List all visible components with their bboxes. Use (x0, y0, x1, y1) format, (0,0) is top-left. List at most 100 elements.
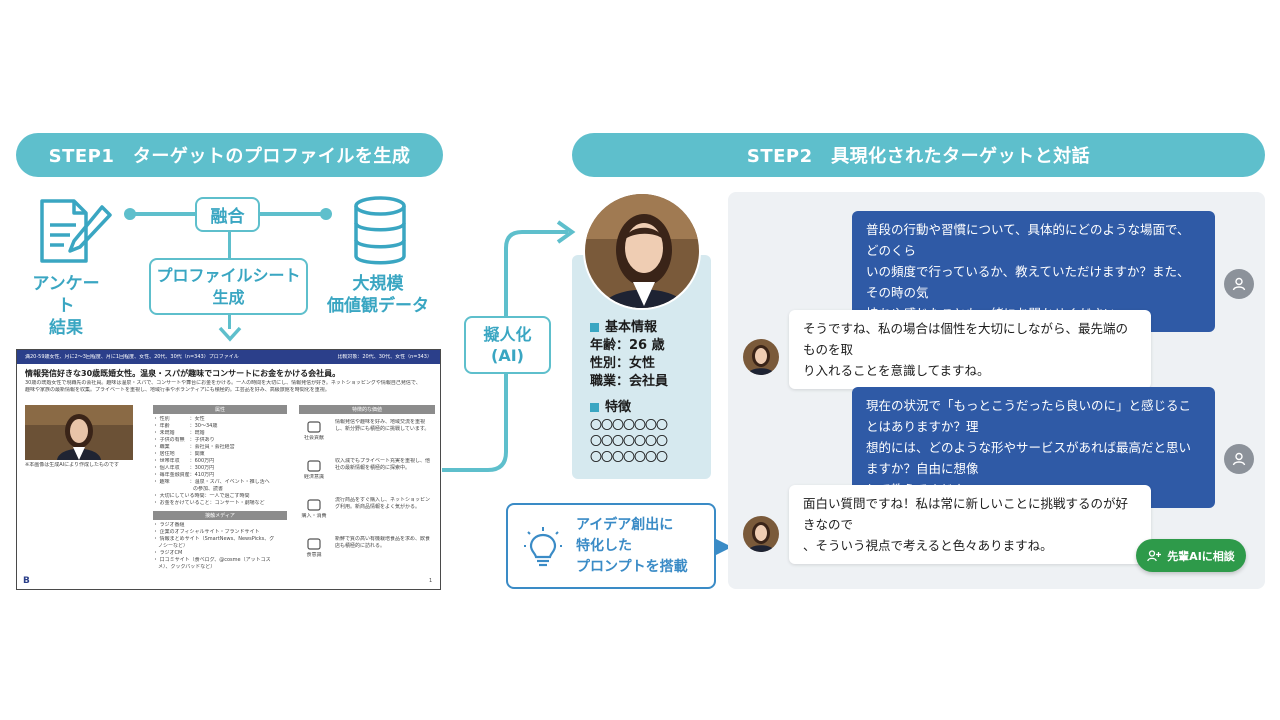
user-avatar-1 (1224, 269, 1254, 299)
traits-list: 社会貢献 情報発信や趣味を好み、地域交流を重視し、新分野にも積極的に挑戦しています… (299, 419, 435, 570)
trait-icon: 食意識 (299, 536, 329, 570)
idea-line2: 特化した (576, 538, 632, 554)
circle-row-1: 〇〇〇〇〇〇〇 (590, 418, 668, 432)
feature-header: 特徴 (605, 400, 632, 415)
survey-label-line1: アンケート (32, 274, 100, 316)
list-item: ・ 大切にしている時間：一人で過ごす時間 (153, 493, 250, 499)
arrow-stem (228, 315, 231, 329)
attr-list: ・ 性別 ：女性・ 年齢 ：30〜34歳・ 未既婚 ：既婚・ 子供の有無 ：子供… (153, 414, 287, 507)
trait-text: 収入減でもプライベート充実を重視し、他社の最新情報を積極的に探索中。 (335, 458, 431, 471)
step2-banner: STEP2 具現化されたターゲットと対話 (572, 133, 1265, 177)
personify-line1: 擬人化 (483, 325, 532, 344)
sheet-gen-line1: プロファイルシート (156, 265, 301, 285)
flow-dot-right (320, 208, 332, 220)
list-item: ・ 世帯年収 ：600万円 (153, 458, 215, 464)
personify-box: 擬人化 (AI) (464, 316, 551, 374)
database-icon (354, 196, 406, 265)
sheet-photo (25, 405, 133, 460)
sheet-gen-box: プロファイルシート 生成 (149, 258, 308, 315)
personify-line2: (AI) (491, 346, 524, 365)
list-item: ノシーなど） (153, 543, 189, 549)
photo-caption: ※本画像は生成AIにより作成したものです (25, 462, 119, 468)
feature-placeholder: 〇〇〇〇〇〇〇 〇〇〇〇〇〇〇 〇〇〇〇〇〇〇 (590, 417, 668, 465)
bigdata-label-line2: 価値観データ (327, 296, 429, 316)
trait-text: 新鮮で質の高い有機栽培食品を求め、飲食店も積極的に訪れる。 (335, 536, 431, 549)
step1-banner: STEP1 ターゲットのプロファイルを生成 (16, 133, 443, 177)
list-item: ・ 口コミサイト（食べログ、@cosme（アットコス (153, 557, 271, 563)
trait-label: 購入・消費 (301, 513, 327, 519)
sheet-desc1: 30歳の既婚女性で現職先の会社員。趣味は温泉・スパで、コンサートや舞台にお金をか… (25, 380, 421, 386)
trait-text: 流行商品をすぐ購入し、ネットショッピング利用。新商品情報をよく気がかる。 (335, 497, 431, 510)
user-icon (1232, 452, 1246, 466)
consult-label: 先輩AIに相談 (1167, 549, 1235, 563)
trait-row: 社会貢献 情報発信や趣味を好み、地域交流を重視し、新分野にも積極的に挑戦しています… (299, 419, 435, 453)
list-item: ・ 毎年金融資産：410万円 (153, 472, 215, 478)
basic-info-header: 基本情報 (605, 320, 658, 335)
list-item: ・ 趣味 ：温泉・スパ、イベント・推し活へ (153, 479, 270, 485)
trait-icon: 経済意識 (299, 458, 329, 492)
persona-job: 職業：会社員 (590, 374, 669, 389)
ai-avatar-1 (743, 339, 779, 375)
sheet-header-left: 満20-59歳女性、月に2〜3回程度、月に1回程度、女性、20代、30代（n=3… (25, 353, 239, 360)
flow-line-down (228, 232, 231, 258)
fusion-box: 融合 (195, 197, 260, 232)
q1-line2: いの頻度で行っているか、教えていただけますか？また、その時の気 (866, 264, 1190, 300)
sheet-logo: B (23, 576, 30, 586)
idea-line3: プロンプトを搭載 (576, 559, 688, 575)
circle-row-3: 〇〇〇〇〇〇〇 (590, 450, 668, 464)
trait-row: 食意識 新鮮で質の高い有機栽培食品を求め、飲食店も積極的に訪れる。 (299, 536, 435, 570)
list-item: ・ 未既婚 ：既婚 (153, 430, 205, 436)
q2-line2: 想的には、どのような形やサービスがあれば最高だと思いますか？自由に想像 (866, 440, 1192, 476)
list-item: ・ お金をかけていること：コンサート・劇場など (153, 500, 265, 506)
a2-line2: 、そういう視点で考えると色々ありますね。 (803, 538, 1053, 553)
list-item: ・ 職業 ：会社員・会社経営 (153, 444, 235, 450)
trait-row: 経済意識収入減でもプライベート充実を重視し、他社の最新情報を積極的に探索中。 (299, 458, 435, 492)
trait-label: 社会貢献 (303, 435, 324, 441)
traits-header: 特徴的な価値 (299, 405, 435, 414)
survey-label: アンケート 結果 (24, 273, 108, 339)
document-pen-icon (40, 199, 112, 263)
list-item: ・ 子供の有無 ：子供あり (153, 437, 215, 443)
list-item: メ）、クックパッドなど） (153, 564, 216, 570)
persona-photo (583, 192, 701, 310)
survey-label-line2: 結果 (49, 318, 83, 338)
idea-line1: アイデア創出に (576, 517, 674, 533)
list-item: ・ 企業のオフィシャルサイト・ブランドサイト (153, 529, 260, 535)
user-icon (1232, 277, 1246, 291)
a1-line2: り入れることを意識してますね。 (803, 363, 990, 378)
trait-text: 情報発信や趣味を好み、地域交流を重視し、新分野にも積極的に挑戦しています。 (335, 419, 430, 432)
persona-card: 基本情報 年齢：26 歳 性別：女性 職業：会社員 特徴 〇〇〇〇〇〇〇 〇〇〇… (572, 255, 711, 479)
q2-line1: 現在の状況で「もっとこうだったら良いのに」と感じることはありますか？理 (866, 398, 1192, 434)
media-list: ・ ラジオ番組・ 企業のオフィシャルサイト・ブランドサイト・ 情報まとめサイト（… (153, 520, 287, 571)
trait-label: 食意識 (306, 552, 322, 558)
persona-age: 年齢：26 歳 (590, 338, 665, 353)
chat-answer-2: 面白い質問ですね！私は常に新しいことに挑戦するのが好きなので 、そういう視点で考… (789, 485, 1151, 564)
add-user-icon (1147, 549, 1162, 561)
list-item: の参加、読書 (153, 486, 224, 492)
a1-line1: そうですね、私の場合は個性を大切にしながら、最先端のものを取 (803, 321, 1129, 357)
list-item: ・ ラジオ番組 (153, 522, 185, 528)
ai-avatar-2 (743, 516, 779, 552)
idea-box: アイデア創出に 特化した プロンプトを搭載 (506, 503, 716, 589)
list-item: ・ 情報まとめサイト（SmartNews、NewsPicks、グ (153, 536, 275, 542)
user-avatar-2 (1224, 444, 1254, 474)
down-arrow-icon (218, 326, 242, 342)
lightbulb-icon (524, 527, 562, 567)
chat-answer-1: そうですね、私の場合は個性を大切にしながら、最先端のものを取 り入れることを意識… (789, 310, 1151, 389)
sheet-header: 満20-59歳女性、月に2〜3回程度、月に1回程度、女性、20代、30代（n=3… (17, 350, 440, 364)
sheet-gen-line2: 生成 (212, 287, 245, 307)
step1-title: STEP1 ターゲットのプロファイルを生成 (48, 146, 411, 167)
profile-sheet: 満20-59歳女性、月に2〜3回程度、月に1回程度、女性、20代、30代（n=3… (16, 349, 441, 590)
persona-gender: 性別：女性 (590, 356, 656, 371)
sheet-desc2: 趣味や家族の最新情報を収集。プライベートを重視し、地域行事やボランティアにも積極… (25, 387, 330, 393)
media-header: 接触メディア (153, 511, 287, 520)
sheet-title: 情報発信好きな30歳既婚女性。温泉・スパが趣味でコンサートにお金をかける会社員。 (25, 369, 341, 378)
attr-header: 属性 (153, 405, 287, 414)
trait-row: 購入・消費 流行商品をすぐ購入し、ネットショッピング利用。新商品情報をよく気がかる… (299, 497, 435, 531)
consult-senior-ai-button[interactable]: 先輩AIに相談 (1136, 539, 1246, 572)
fusion-label: 融合 (210, 207, 245, 227)
bigdata-label: 大規模 価値観データ (326, 273, 430, 317)
list-item: ・ 個人年収 ：300万円 (153, 465, 215, 471)
step2-title: STEP2 具現化されたターゲットと対話 (746, 146, 1091, 167)
circle-row-2: 〇〇〇〇〇〇〇 (590, 434, 668, 448)
